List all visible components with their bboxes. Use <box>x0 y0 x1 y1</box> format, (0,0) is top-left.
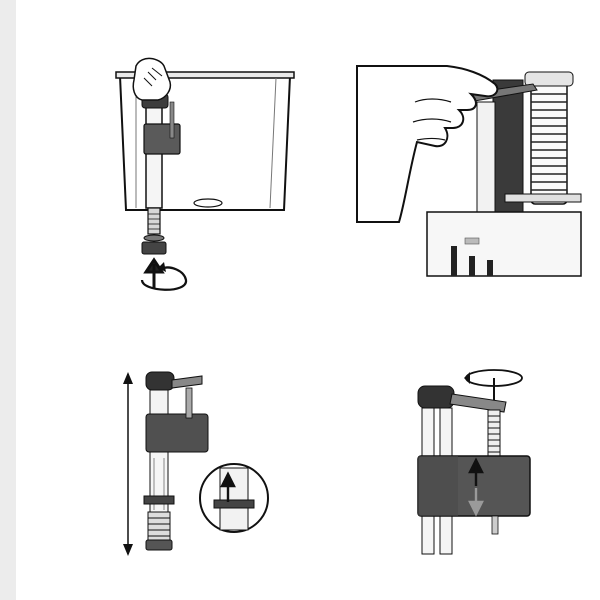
hand-fingers <box>143 67 163 87</box>
panel-float-adjust <box>408 364 538 555</box>
float-block-shade <box>418 456 458 516</box>
adjuster-threads <box>488 415 500 453</box>
rotate-arrow-icon <box>140 266 188 291</box>
washer <box>143 234 165 242</box>
screw-tail <box>491 515 499 535</box>
valve-head <box>417 385 455 409</box>
hand-outline <box>356 65 499 223</box>
detail-tube <box>219 467 249 531</box>
rotation-arrowhead-icon <box>464 372 470 384</box>
panel-tank-install <box>108 57 308 298</box>
threaded-adjuster <box>487 409 501 461</box>
valve-head <box>145 371 175 391</box>
valve-base-plate <box>426 211 582 277</box>
shank-bottom-nut <box>145 539 173 551</box>
rotate-arrowhead <box>158 262 166 272</box>
label-tag <box>464 237 480 245</box>
up-arrow-icon <box>143 257 165 288</box>
dimension-bottom-arrowhead <box>123 544 133 556</box>
tank-install-illustration <box>115 57 295 291</box>
hand-shape <box>132 57 172 101</box>
left-margin-bar <box>0 0 16 600</box>
valve-lever-arm <box>171 375 203 389</box>
float-up-arrow-icon <box>468 457 484 486</box>
detail-up-arrow-icon <box>220 471 236 502</box>
float-cup <box>145 413 209 453</box>
float-down-arrow-icon <box>468 488 484 517</box>
slot-1 <box>451 246 457 276</box>
detail-clip <box>213 499 255 509</box>
clip-ring <box>143 495 175 505</box>
valve-shank <box>147 207 161 235</box>
tank-inner-wall <box>135 77 277 209</box>
valve-float-rod <box>169 101 175 139</box>
slot-2 <box>469 256 475 276</box>
tank-outlet-hole <box>193 198 223 208</box>
panel-height-adjust-closeup <box>355 62 582 277</box>
slot-3 <box>487 260 493 276</box>
panel-overall-height <box>110 362 280 562</box>
valve-lever <box>449 393 507 413</box>
lock-nut <box>141 241 167 255</box>
height-measure-illustration <box>123 371 269 556</box>
shank-threads <box>148 213 160 230</box>
valve-tube <box>145 103 163 209</box>
threaded-shank <box>147 511 171 543</box>
support-arm <box>504 193 582 203</box>
rod-top-cap <box>524 71 574 87</box>
height-adjust-illustration <box>355 62 582 277</box>
float-adjust-illustration <box>417 369 531 555</box>
valve-float-block <box>143 123 181 155</box>
dimension-top-arrowhead <box>123 372 133 384</box>
shank-threads <box>148 517 170 537</box>
threaded-rod <box>530 81 568 205</box>
float-rod <box>185 387 193 419</box>
thread-lines <box>531 93 567 191</box>
hand-knuckle-lines <box>412 98 452 141</box>
